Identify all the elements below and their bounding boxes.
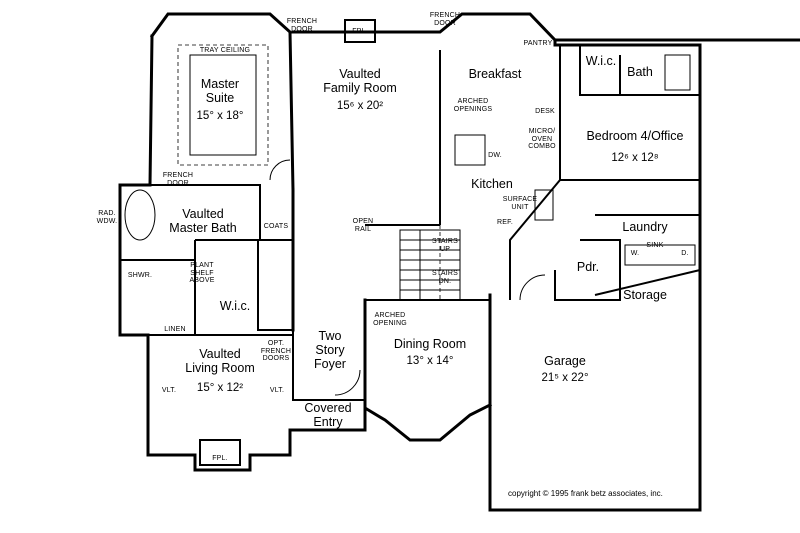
dining-room-dim: 13° x 14° [406,355,454,367]
bedroom4-dim: 12⁶ x 12⁸ [611,152,659,164]
master-suite-label: Master Suite [200,77,240,105]
shwr-note: SHWR. [127,272,153,279]
staircase [399,229,461,301]
fireplace-top [344,19,376,43]
tray-ceiling-inner [189,54,257,156]
micro-oven-note: MICRO/ OVEN COMBO [528,128,556,151]
family-room-label: Vaulted Family Room [323,67,397,95]
surface-unit-note: SURFACE UNIT [502,196,538,211]
family-room-dim: 15⁶ x 20² [336,100,384,112]
coats-note: COATS [263,223,289,230]
plant-shelf-note: PLANT SHELF ABOVE [189,262,215,285]
kitchen-sink [454,134,486,166]
pantry-note: PANTRY [523,40,553,47]
wic-top-label: W.i.c. [585,54,617,68]
ref-note: REF. [497,219,513,226]
laundry-appliances [624,244,696,266]
door-swing-pdr [519,274,546,301]
bedroom4-label: Bedroom 4/Office [586,129,684,143]
french-door-bath-note: FRENCH DOOR [162,172,194,187]
laundry-w-note: W. [630,250,640,257]
laundry-d-note: D. [681,250,689,257]
foyer-label: Two Story Foyer [314,329,346,371]
garage-dim: 21⁵ x 22° [541,372,589,384]
vlt-left-note: VLT. [161,387,177,394]
living-room-dim: 15° x 12² [196,382,244,394]
fpl-top-note: FPL. [352,28,368,35]
master-suite-dim: 15° x 18° [196,110,244,122]
master-bath-label: Vaulted Master Bath [169,207,237,235]
storage-label: Storage [623,288,667,302]
fpl-bottom-note: FPL. [212,455,228,462]
bathtub [124,189,156,241]
pdr-label: Pdr. [576,260,600,274]
tray-ceiling-outline [177,44,269,166]
kitchen-label: Kitchen [471,177,513,191]
bath-label: Bath [627,65,653,79]
sink-note: SINK [646,242,664,249]
arched-openings-note: ARCHED OPENINGS [453,98,493,113]
garage-label: Garage [544,354,586,368]
french-door-top-mid-note: FRENCH DOOR [429,12,461,27]
entry-label: Covered Entry [304,401,352,429]
door-swing-bath [269,159,291,181]
door-swing-entry [334,369,361,396]
arched-opening-note: ARCHED OPENING [373,312,407,327]
opt-french-doors-note: OPT. FRENCH DOORS [260,340,292,363]
desk-note: DESK [535,108,555,115]
french-door-top-left-note: FRENCH DOOR [286,18,318,33]
open-rail-note: OPEN RAIL [352,218,374,233]
copyright-text: copyright © 1995 frank betz associates, … [508,489,663,498]
linen-note: LINEN [164,326,186,333]
stairs-dn-note: STAIRS DN. [432,270,458,285]
dining-room-label: Dining Room [393,337,467,351]
dw-note: DW. [488,152,502,159]
stairs-up-note: STAIRS UP [432,238,458,253]
breakfast-label: Breakfast [468,67,522,81]
exterior-walls [118,12,800,512]
laundry-label: Laundry [622,220,668,234]
bath-tub-top [664,54,691,91]
fireplace-bottom [199,439,241,466]
rad-wdw-note: RAD. WDW. [96,210,118,225]
cooktop [534,189,554,221]
wic-master-label: W.i.c. [219,299,251,313]
living-room-label: Vaulted Living Room [185,347,255,375]
tray-ceiling-note: TRAY CEILING [199,47,251,54]
vlt-right-note: VLT. [269,387,285,394]
